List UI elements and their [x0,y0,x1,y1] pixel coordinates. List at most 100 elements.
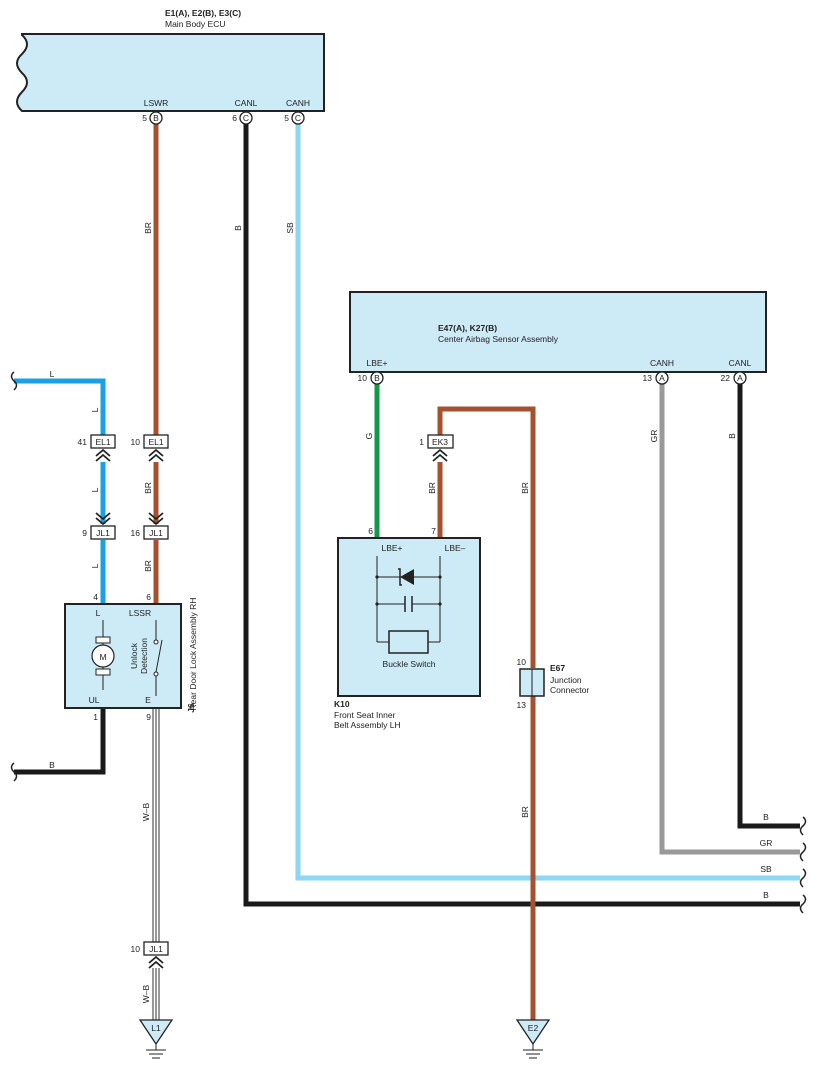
lock-pin-number: 4 [93,592,98,602]
airbag-pin-number: 22 [721,373,731,383]
svg-text:JL1: JL1 [149,528,163,538]
switch-contact-icon [153,639,159,645]
svg-text:EL1: EL1 [95,437,110,447]
wire-label: BR [143,560,153,572]
ecu-pin-number: 5 [142,113,147,123]
lock-term-label: E [145,695,151,705]
connector-pin: 1 [419,437,424,447]
buckle-name: Front Seat Inner [334,710,396,720]
ecu-term-label: CANH [286,98,310,108]
buckle-id: K10 [334,699,350,709]
ecu-name: Main Body ECU [165,19,225,29]
ground-label: E2 [528,1023,539,1033]
wire-label: L [90,407,100,412]
lock-term-label: UL [89,695,100,705]
ecu-pin-connector: B [153,113,159,123]
airbag-pin-connector: B [374,373,380,383]
junction-pin: 10 [517,657,527,667]
ecu-id: E1(A), E2(B), E3(C) [165,8,241,18]
connector-pin: 10 [131,437,141,447]
switch-contact-icon [153,671,159,677]
buckle-switch-label: Buckle Switch [383,659,436,669]
motor-brush-icon [95,668,111,676]
wire-label: L [90,563,100,568]
wire-label: L [90,487,100,492]
lock-pin-number: 9 [146,712,151,722]
junction-pin: 13 [517,700,527,710]
wire-label: SB [760,864,772,874]
airbag-pin-connector: A [737,373,743,383]
wire-label: L [50,369,55,379]
buckle-name: Belt Assembly LH [334,720,401,730]
ecu-pin-connector: C [295,113,301,123]
connector-jl1: JL1 16 [131,512,169,540]
lock-pin-number: 6 [146,592,151,602]
ecu-pin-number: 5 [284,113,289,123]
wire-label: GR [649,430,659,443]
zener-diode-icon [400,569,414,585]
wire-gr-canh [659,384,800,855]
ecu-pin-number: 6 [232,113,237,123]
connector-pin: 41 [78,437,88,447]
switch-blade-icon [155,639,163,673]
wire-label: BR [520,806,530,818]
wire-label: W–B [141,984,151,1003]
connector-chevron-icon [95,448,111,462]
wire-b-canl [243,124,800,907]
ecu-term-label: CANL [235,98,258,108]
wire-sb-canh [295,124,800,881]
wire-break-marks [10,371,807,914]
wires [14,124,800,1020]
connector-jl1: JL1 10 [131,941,169,969]
connector-chevron-icon [148,512,164,526]
buckle-pin-number: 7 [431,526,436,536]
ground-e2: E2 [515,1019,551,1059]
buckle-term-label: LBE+ [381,543,402,553]
ecu-term-label: LSWR [144,98,169,108]
wire-label: B [763,812,769,822]
connector-chevron-icon [95,512,111,526]
wire-label: B [763,890,769,900]
main-body-ecu: E1(A), E2(B), E3(C) Main Body ECU LSWR C… [16,8,325,125]
ground-label: L1 [151,1023,161,1033]
wire-label: GR [760,838,773,848]
connector-el1: EL1 41 [78,434,116,462]
rear-door-lock-assembly: 4 6 L LSSR UL E 1 9 M Unlock Detection R… [64,592,198,722]
svg-text:JL1: JL1 [96,528,110,538]
wire-br-ek3-loop [437,406,536,668]
junction-connector: 10 13 E67 Junction Connector [517,657,590,710]
switch-label: Detection [139,638,149,674]
wire-wb [152,708,160,1020]
airbag-name: Center Airbag Sensor Assembly [438,334,559,344]
front-seat-inner-belt-assembly: 6 7 LBE+ LBE– Buckle Switch K10 Front Se… [334,526,481,730]
wire-label: B [233,225,243,231]
connector-pin: 9 [82,528,87,538]
connector-chevron-icon [432,448,448,462]
buckle-term-label: LBE– [445,543,466,553]
wire-label: B [727,433,737,439]
lock-term-label: L [96,608,101,618]
lock-assembly-name: Rear Door Lock Assembly RH [188,598,198,711]
lock-assembly-id: J6 [186,703,196,713]
airbag-term-label: CANH [650,358,674,368]
airbag-term-label: LBE+ [366,358,387,368]
lock-pin-number: 1 [93,712,98,722]
airbag-term-label: CANL [729,358,752,368]
wire-b-airbag-canl [737,384,800,829]
airbag-pin-number: 13 [643,373,653,383]
connector-pin: 10 [131,944,141,954]
motor-icon [91,644,115,668]
wire-l-top [14,378,106,437]
wire-b-ul [14,708,106,775]
wire-label: G [364,433,374,440]
wire-label: W–B [141,802,151,821]
lock-term-label: LSSR [129,608,151,618]
wire-label: BR [520,482,530,494]
connector-jl1: JL1 9 [82,512,116,540]
svg-text:JL1: JL1 [149,944,163,954]
wire-label: B [49,760,55,770]
connector-pin: 16 [131,528,141,538]
junction-name: Junction [550,675,582,685]
wire-label: SB [285,222,295,234]
